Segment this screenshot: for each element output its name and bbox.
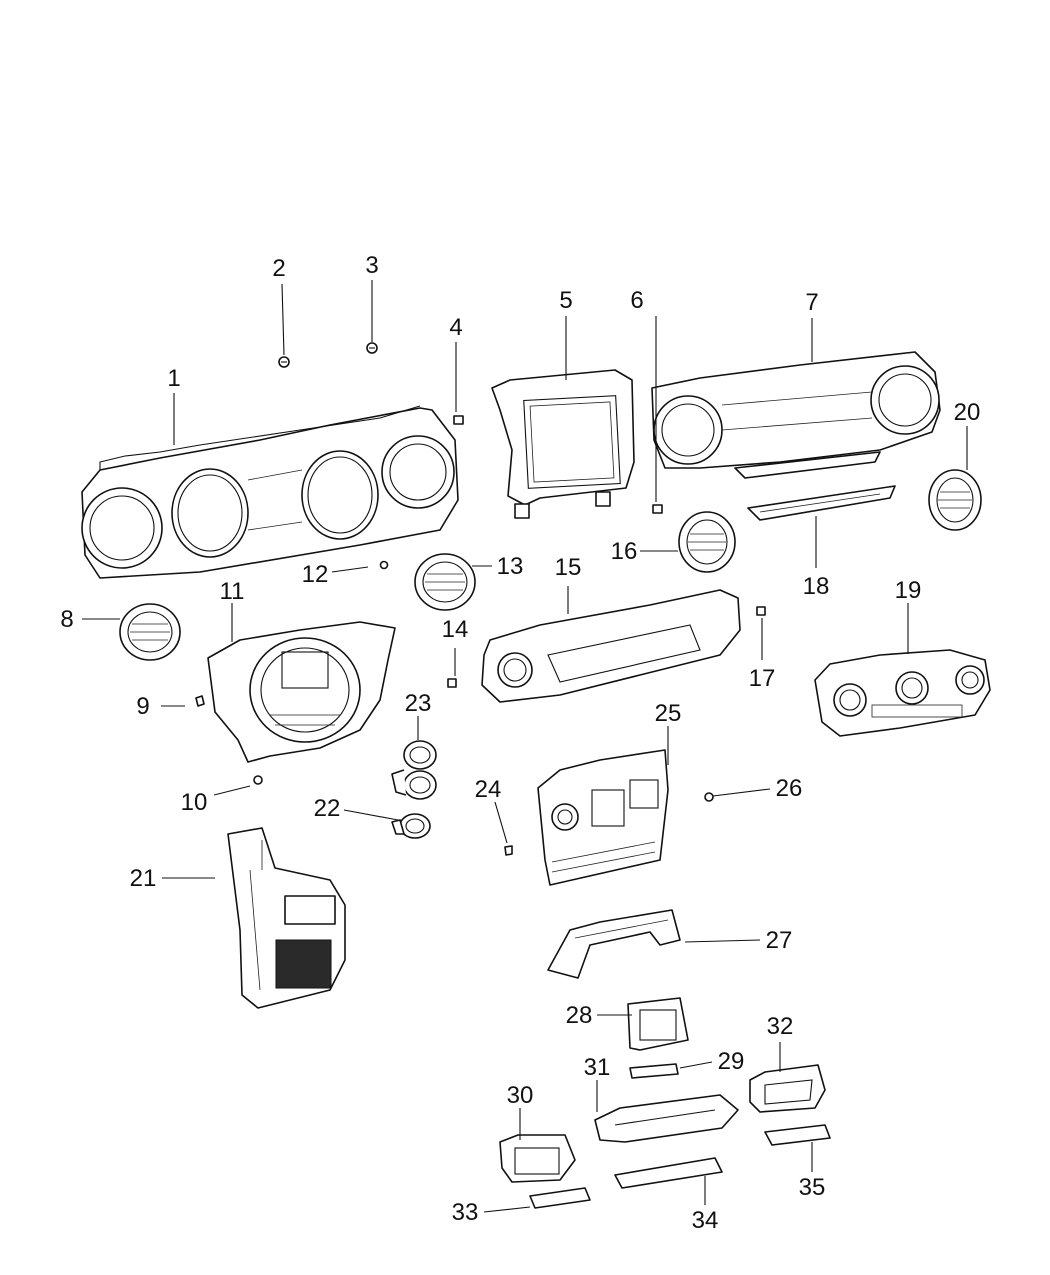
callout-25: 25: [655, 700, 682, 727]
callout-30: 30: [507, 1082, 534, 1109]
callout-34: 34: [692, 1207, 719, 1234]
part-9-clip[interactable]: [195, 695, 205, 707]
callout-13: 13: [497, 553, 524, 580]
part-8-air-vent[interactable]: [119, 603, 181, 661]
callout-27: 27: [766, 927, 793, 954]
part-29-mat[interactable]: [629, 1063, 679, 1079]
callout-3: 3: [365, 252, 378, 279]
callout-7: 7: [805, 289, 818, 316]
callout-10: 10: [181, 789, 208, 816]
part-30-storage-bin[interactable]: [499, 1134, 576, 1183]
callout-1: 1: [167, 365, 180, 392]
part-14-clip[interactable]: [447, 678, 457, 688]
part-11-lower-bezel[interactable]: [207, 621, 396, 763]
callout-16: 16: [611, 538, 638, 565]
part-3-screw[interactable]: [366, 342, 378, 354]
callout-12: 12: [302, 561, 329, 588]
part-27-console-trim[interactable]: [547, 909, 681, 979]
callout-33: 33: [452, 1199, 479, 1226]
callout-17: 17: [749, 665, 776, 692]
part-16-air-vent[interactable]: [678, 511, 736, 573]
part-6-clip[interactable]: [652, 504, 663, 514]
part-33-mat[interactable]: [529, 1187, 591, 1209]
callout-labels: 1 2 3 4 5 6 7 8 9 10 11 12 13 14 15 16 1…: [60, 252, 980, 1234]
part-25-switch-bezel[interactable]: [537, 749, 669, 886]
callout-29: 29: [718, 1048, 745, 1075]
callout-28: 28: [566, 1002, 593, 1029]
part-18-trim-strip[interactable]: [747, 485, 896, 521]
callout-32: 32: [767, 1013, 794, 1040]
part-19-hvac-controls[interactable]: [814, 649, 991, 737]
callout-20: 20: [954, 399, 981, 426]
part-24-clip[interactable]: [504, 845, 513, 856]
callout-5: 5: [559, 287, 572, 314]
callout-6: 6: [630, 287, 643, 314]
part-32-storage-bin[interactable]: [749, 1064, 826, 1113]
part-20-air-vent[interactable]: [928, 469, 982, 531]
part-17-clip[interactable]: [756, 606, 766, 616]
part-28-bin-bracket[interactable]: [627, 997, 689, 1051]
part-22-power-outlet[interactable]: [391, 813, 431, 839]
part-4-clip[interactable]: [453, 415, 464, 425]
callout-24: 24: [475, 776, 502, 803]
callout-21: 21: [130, 865, 157, 892]
part-21-console-side[interactable]: [227, 827, 346, 1009]
part-13-air-vent[interactable]: [414, 553, 476, 611]
callout-18: 18: [803, 573, 830, 600]
part-12-clip[interactable]: [379, 560, 389, 570]
callout-26: 26: [776, 775, 803, 802]
part-35-mat[interactable]: [764, 1124, 831, 1146]
callout-8: 8: [60, 606, 73, 633]
part-31-storage-tray[interactable]: [594, 1094, 739, 1143]
callout-11: 11: [220, 578, 245, 605]
part-15-center-bezel[interactable]: [481, 589, 741, 703]
part-23-outlet-pair[interactable]: [391, 740, 437, 800]
callout-2: 2: [272, 255, 285, 282]
leader-lines: [82, 280, 968, 1213]
callout-9: 9: [136, 693, 149, 720]
callout-22: 22: [314, 795, 341, 822]
callout-31: 31: [584, 1054, 611, 1081]
part-10-clip[interactable]: [253, 775, 263, 785]
part-1-cluster-bezel[interactable]: [81, 405, 459, 579]
callout-35: 35: [799, 1174, 826, 1201]
callout-15: 15: [555, 554, 582, 581]
callout-4: 4: [449, 314, 462, 341]
part-2-screw[interactable]: [278, 356, 290, 368]
callout-19: 19: [895, 577, 922, 604]
callout-14: 14: [442, 616, 469, 643]
part-5-display-bezel[interactable]: [491, 369, 635, 519]
part-26-screw[interactable]: [704, 792, 714, 802]
callout-23: 23: [405, 690, 432, 717]
part-34-mat[interactable]: [614, 1157, 723, 1189]
part-7-passenger-panel[interactable]: [651, 351, 941, 479]
